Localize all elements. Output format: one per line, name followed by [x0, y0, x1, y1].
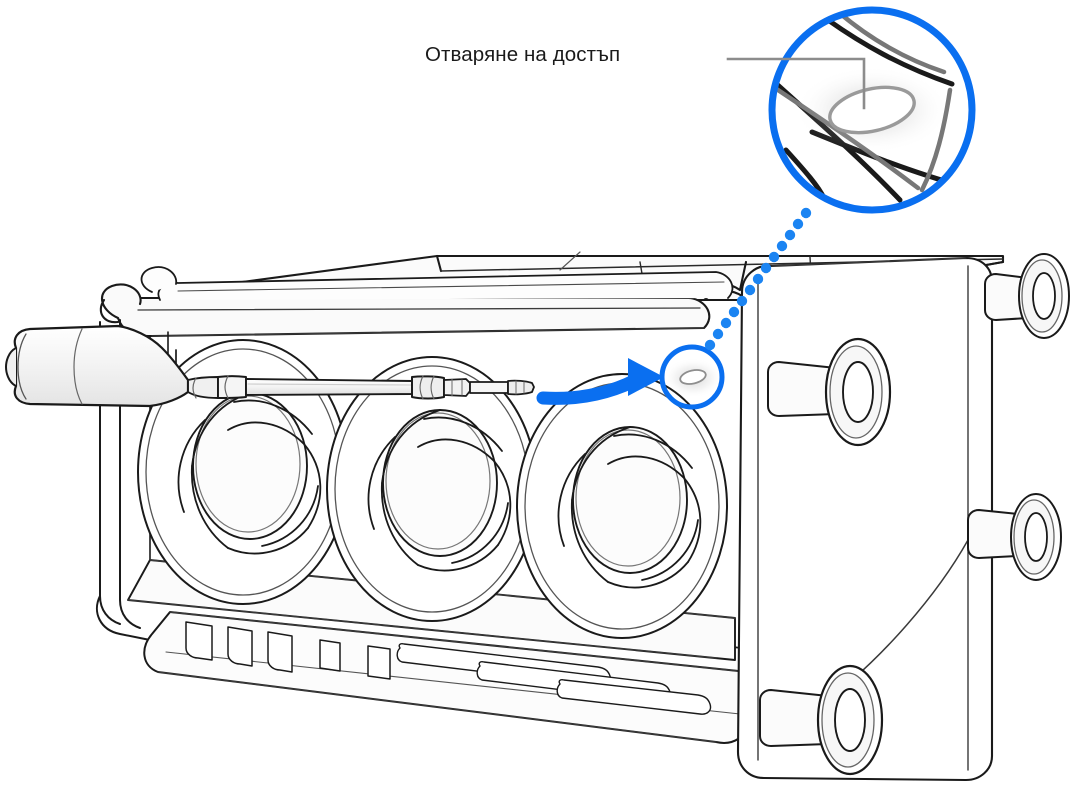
callout-leader-line — [726, 57, 866, 110]
insert-direction-arrow — [536, 358, 664, 405]
foot-top-right — [1018, 253, 1070, 339]
access-target-highlight — [659, 344, 725, 410]
top-handle-rail — [99, 260, 748, 338]
magnifier-contents — [773, 11, 965, 203]
fan-2-blades — [367, 409, 512, 572]
fan-3 — [516, 373, 728, 639]
fan-group — [137, 339, 728, 639]
fan-2 — [326, 356, 538, 622]
right-side-panel — [736, 253, 1070, 782]
foot-lower-right — [1010, 493, 1062, 581]
fan-3-blades — [557, 426, 702, 589]
magnifier-callout — [768, 6, 976, 214]
feet-discs — [816, 253, 1070, 776]
secondary-rail — [140, 266, 734, 301]
vent-slots — [185, 621, 391, 680]
foot-upper-left — [824, 337, 892, 447]
callout-connector-dots — [704, 207, 812, 351]
fan-1 — [137, 339, 349, 605]
access-opening — [663, 358, 723, 398]
callout-label-access-opening: Отваряне на достъп — [425, 43, 621, 66]
foot-bottom-left — [816, 664, 884, 776]
chassis-frame — [95, 251, 1005, 744]
long-vent-slots — [396, 643, 712, 715]
hex-screwdriver — [5, 324, 535, 408]
foot-stems — [759, 273, 1029, 747]
